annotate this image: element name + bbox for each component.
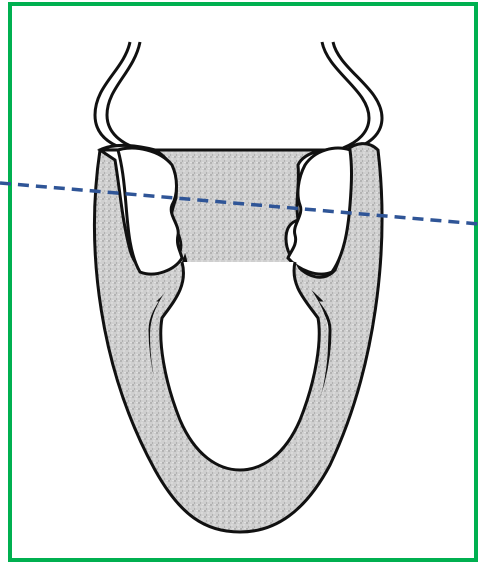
- right-vessel-outer: [333, 42, 382, 150]
- right-vessel-inner: [322, 42, 369, 148]
